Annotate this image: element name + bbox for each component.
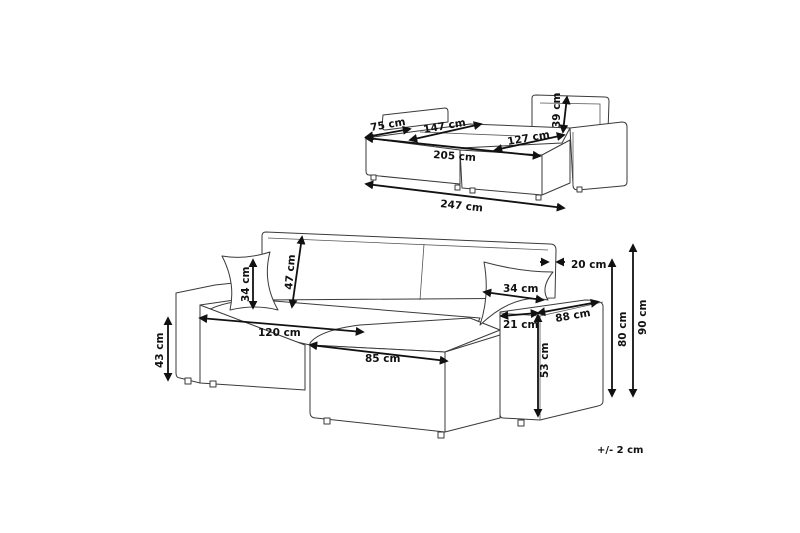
label-39cm: 39 cm (551, 93, 563, 128)
label-80cm: 80 cm (617, 312, 629, 347)
label-205cm: 205 cm (433, 149, 477, 164)
label-120cm: 120 cm (258, 327, 301, 339)
label-53cm: 53 cm (539, 343, 551, 378)
label-21cm: 21 cm (503, 319, 538, 331)
label-47cm: 47 cm (283, 254, 298, 290)
main-view-dimensions: 34 cm 47 cm 120 cm 85 cm 43 cm 20 cm 34 … (154, 235, 649, 418)
label-90cm: 90 cm (637, 300, 649, 335)
label-20cm: 20 cm (571, 259, 606, 271)
tolerance-note: +/- 2 cm (597, 445, 643, 456)
label-85cm: 85 cm (365, 353, 400, 365)
label-43cm: 43 cm (154, 333, 166, 368)
main-view-sofa (175, 231, 604, 439)
label-34cm-width: 34 cm (503, 283, 538, 295)
top-view-sofa (365, 94, 628, 201)
label-34cm-cushion: 34 cm (240, 267, 252, 302)
label-247cm: 247 cm (440, 198, 484, 214)
